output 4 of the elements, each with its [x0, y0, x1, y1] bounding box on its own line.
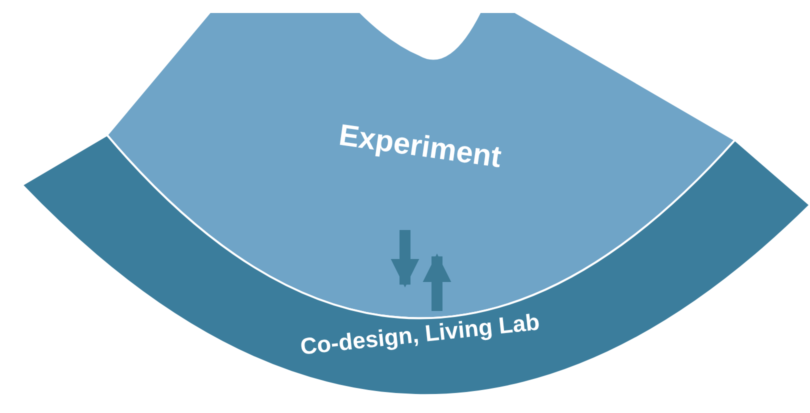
sector-label: Experiment — [336, 118, 504, 176]
sector-label: Co-design, Living Lab — [298, 307, 542, 362]
arrow — [422, 254, 452, 311]
arrow — [390, 230, 420, 288]
